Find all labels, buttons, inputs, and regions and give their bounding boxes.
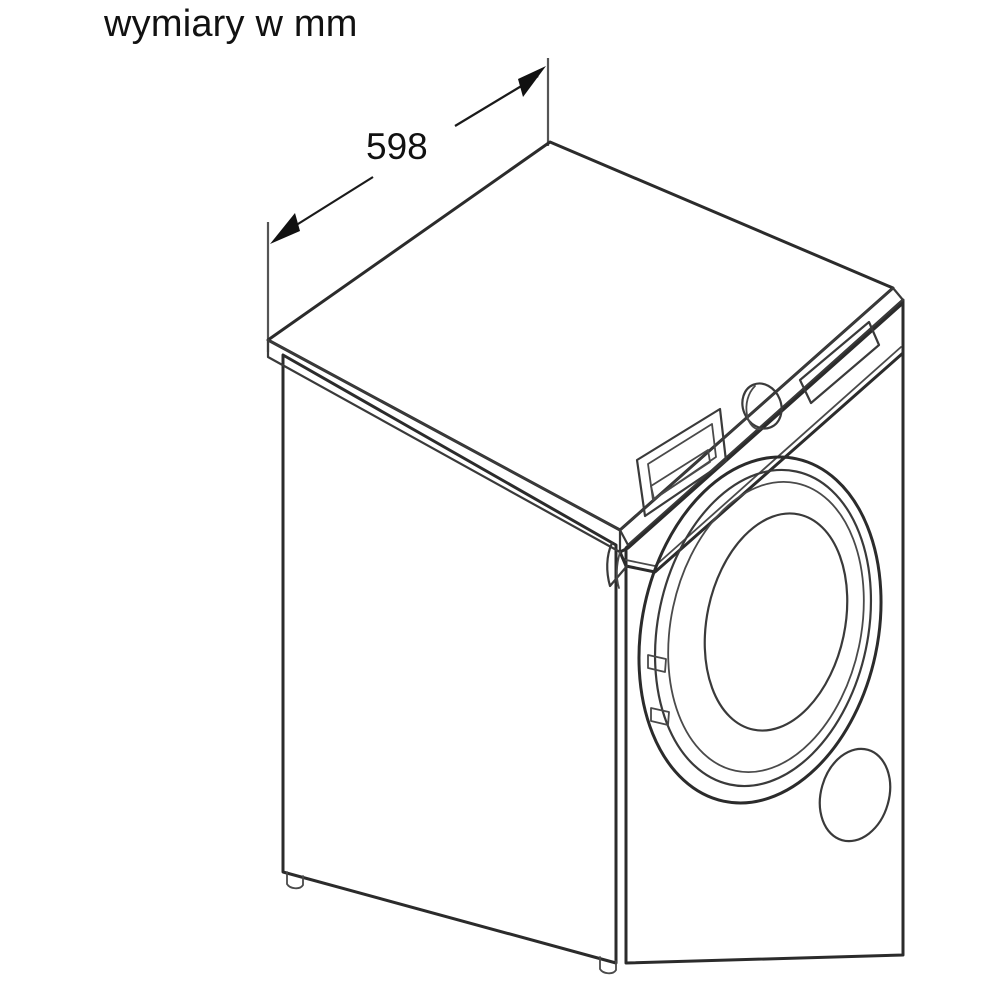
- control-knob-body: [741, 382, 783, 430]
- door-hinge-tab-lower: [650, 707, 670, 726]
- filter-cover[interactable]: [809, 740, 900, 849]
- control-panel: [618, 301, 905, 574]
- door-bezel: [653, 468, 873, 788]
- dimension-label-width: 598: [366, 126, 428, 167]
- detergent-drawer-outer: [635, 407, 728, 518]
- dimension-arrow-right: [518, 66, 546, 97]
- foot-front-left: [286, 871, 304, 890]
- left-side-panel: [281, 353, 618, 965]
- control-knob-highlight: [745, 385, 761, 430]
- door-outer-rim: [637, 455, 883, 805]
- display-panel-outline: [798, 320, 881, 405]
- dimension-arrow-left: [270, 213, 300, 244]
- top-panel-edge-right: [618, 286, 905, 547]
- door[interactable]: [608, 434, 912, 825]
- door-hinge-tab-upper: [647, 654, 667, 673]
- control-knob[interactable]: [736, 378, 788, 435]
- dimension-annotation-width: [266, 58, 550, 352]
- control-panel-left-shoulder: [606, 541, 629, 588]
- door-glass: [703, 512, 849, 732]
- detergent-drawer[interactable]: [635, 407, 728, 518]
- display-panel[interactable]: [798, 320, 881, 405]
- door-inner-rim: [667, 480, 865, 774]
- control-panel-left-shoulder-inner: [615, 551, 621, 589]
- detergent-drawer-handle: [650, 449, 711, 500]
- foot-front-right: [599, 956, 617, 975]
- page-title: wymiary w mm: [104, 3, 358, 45]
